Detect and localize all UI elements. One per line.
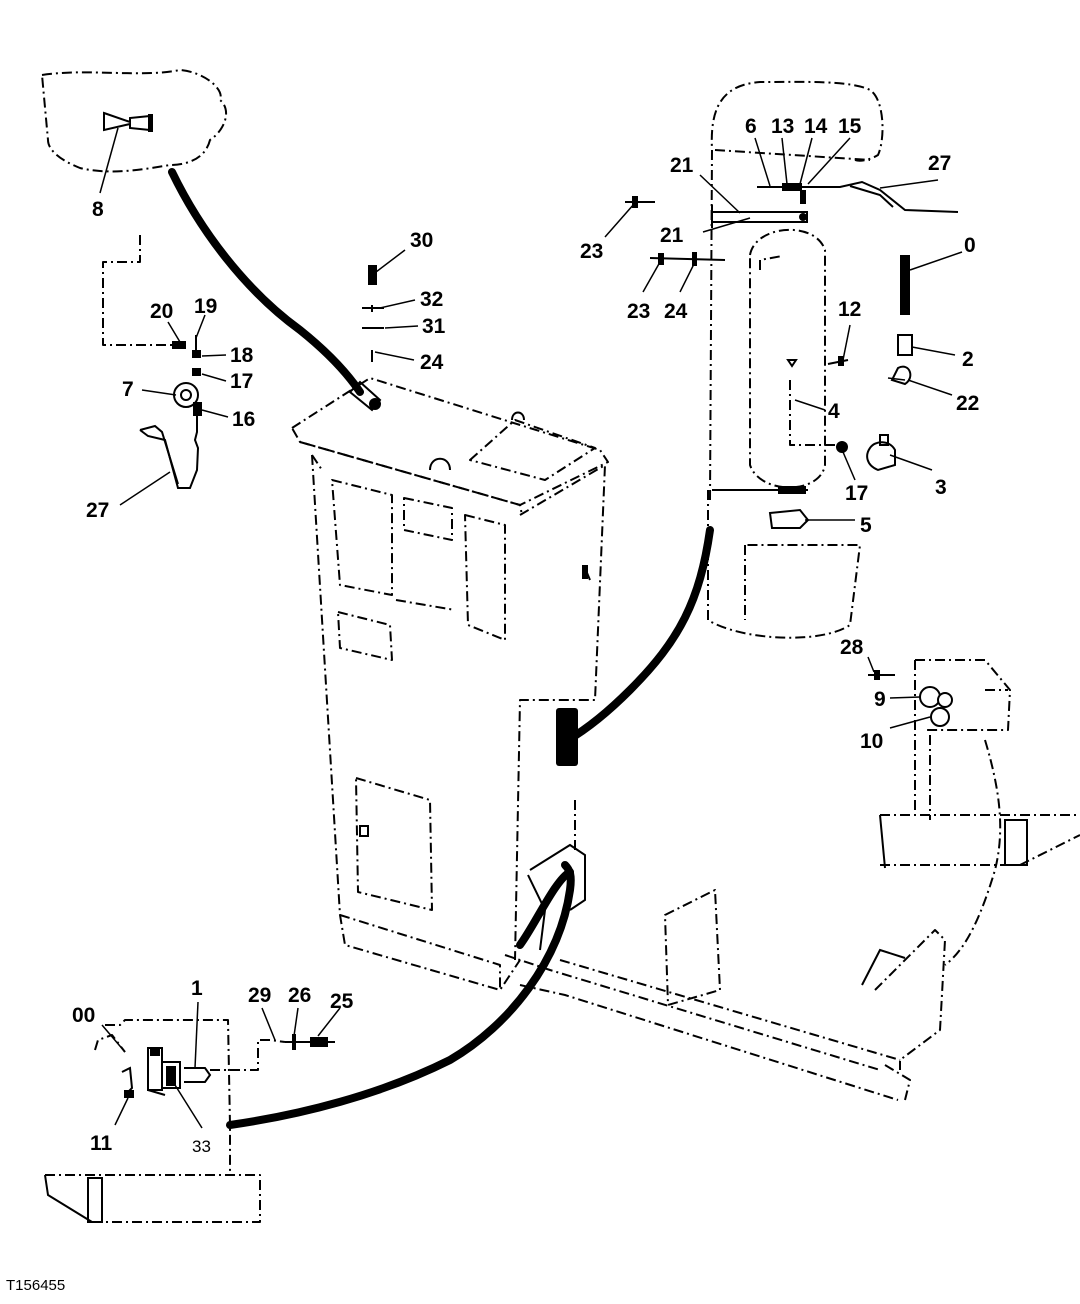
left-frame-section [44,1174,261,1223]
callout-29: 29 [248,984,271,1007]
callout-24b: 24 [664,300,688,323]
callout-31: 31 [422,315,446,338]
callout-19: 19 [194,295,217,318]
horn-wire-harness [168,168,364,396]
callout-3: 3 [935,476,947,499]
callout-23b: 23 [627,300,650,323]
center-connector [556,708,578,766]
leader-lines [101,137,963,1129]
callout-33: 33 [192,1137,211,1156]
callout-30: 30 [410,229,433,252]
callout-13: 13 [771,115,794,138]
callout-10: 10 [860,730,883,753]
right-frame-section [879,814,1080,869]
callout-11: 11 [90,1132,113,1155]
callout-27b: 27 [928,152,951,175]
callout-17a: 17 [230,370,253,393]
callout-22: 22 [956,392,979,415]
callout-28: 28 [840,636,864,659]
callout-26: 26 [288,984,311,1007]
pin-stack [362,265,384,362]
callout-labels: 8 20 19 18 17 7 16 27 30 32 31 24 6 13 1… [6,115,979,1294]
callout-21b: 21 [660,224,684,247]
right-bracket [868,659,1011,966]
relay-stack [139,335,202,489]
callout-16: 16 [232,408,255,431]
callout-21a: 21 [670,154,694,177]
callout-15: 15 [838,115,862,138]
console-cabinet [291,377,609,991]
callout-9: 9 [874,688,886,711]
callout-6: 6 [745,115,757,138]
callout-20: 20 [150,300,173,323]
callout-2: 2 [962,348,974,371]
callout-0: 0 [964,234,976,257]
center-wire-harness [564,526,714,744]
callout-7: 7 [122,378,134,401]
callout-5: 5 [860,514,872,537]
callout-17b: 17 [845,482,868,505]
lower-bracket [527,800,586,951]
callout-14: 14 [804,115,828,138]
tank-outline [709,80,884,501]
callout-25: 25 [330,990,354,1013]
callout-23a: 23 [580,240,603,263]
callout-4: 4 [828,400,840,423]
tank-assembly [625,80,959,639]
lower-wire-harness [226,861,575,1129]
callout-32: 32 [420,288,443,311]
switch-detail [94,1019,335,1175]
horn-icon [103,111,153,132]
horn-detail-cloud [41,69,228,173]
callout-24a: 24 [420,351,444,374]
callout-18: 18 [230,344,254,367]
left-panel-outline [102,235,175,346]
callout-27a: 27 [86,499,109,522]
frame-rails [504,889,946,1101]
callout-8: 8 [92,198,104,221]
figure-id: T156455 [6,1277,65,1294]
callout-00: 00 [72,1004,95,1027]
bottle-outline [749,229,826,489]
callout-1: 1 [191,977,203,1000]
horn-detail-group [41,69,228,194]
callout-12: 12 [838,298,861,321]
